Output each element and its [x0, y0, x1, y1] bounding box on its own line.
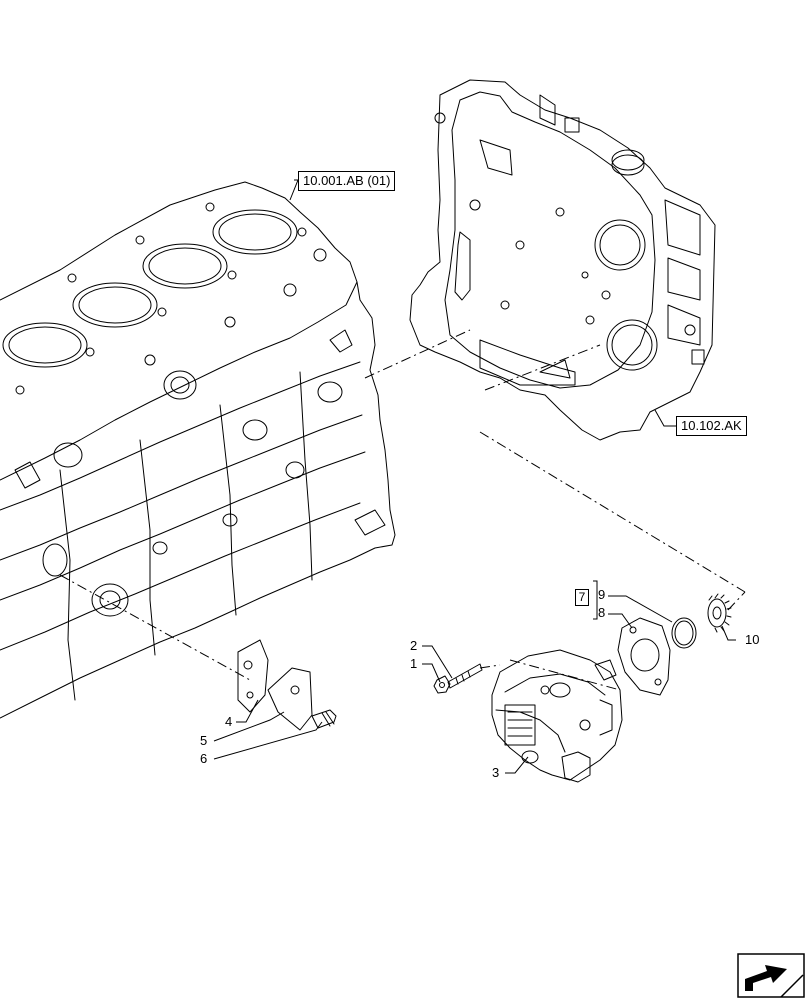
callout-9: 9 — [598, 587, 606, 602]
o-ring-9 — [671, 617, 697, 649]
callout-5: 5 — [200, 733, 208, 748]
nut-1 — [433, 675, 451, 694]
callout-6: 6 — [200, 751, 208, 766]
engine-block-drawing — [0, 181, 396, 719]
ref-timing-housing[interactable]: 10.102.AK — [676, 416, 747, 436]
arrow-next-icon[interactable] — [737, 953, 805, 998]
callout-3: 3 — [492, 765, 500, 780]
callout-4: 4 — [225, 714, 233, 729]
stud-2 — [447, 663, 483, 689]
drive-gear-10 — [707, 593, 732, 633]
timing-housing-drawing — [409, 79, 716, 441]
callout-2: 2 — [410, 638, 418, 653]
assembly-lines — [59, 329, 746, 691]
injection-pump-drawing — [491, 649, 623, 783]
callout-10: 10 — [745, 632, 760, 647]
bracket-plate-5 — [267, 667, 313, 731]
bolt-6 — [311, 709, 337, 729]
flange-gasket-8 — [617, 617, 671, 696]
gasket-plate-4 — [237, 639, 269, 713]
callout-1: 1 — [410, 656, 418, 671]
leader-lines — [213, 179, 736, 774]
ref-engine-block[interactable]: 10.001.AB (01) — [298, 171, 396, 191]
kit-marker: 7 — [575, 589, 589, 606]
callout-8: 8 — [598, 605, 606, 620]
